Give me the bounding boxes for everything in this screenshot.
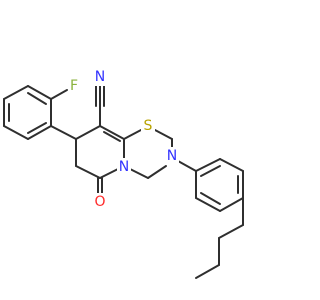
- molecule-diagram: N F S N N O: [3, 68, 244, 279]
- bond-fph-d1: [27, 92, 47, 105]
- bond-ph-1: [195, 158, 221, 172]
- bond-butyl-4: [195, 264, 220, 279]
- bond-ch2-n5: [129, 168, 149, 179]
- bond-ph-5: [195, 197, 221, 212]
- aryl-nitrogen-label: N: [165, 147, 179, 165]
- nitrile-n-text: N: [95, 69, 105, 85]
- sulfur-label: S: [141, 117, 155, 135]
- bond-s-ch2: [154, 129, 173, 140]
- bond-n3-ch2: [147, 165, 167, 179]
- bond-c9-c9a-double: [99, 125, 125, 140]
- bond-layer: [3, 84, 244, 279]
- aryl-n-text: N: [167, 148, 177, 164]
- bridgehead-nitrogen-label: N: [117, 158, 131, 176]
- bond-fph-6: [27, 125, 52, 140]
- carbonyl-o-text: O: [94, 194, 105, 210]
- bond-c8-c9: [75, 125, 101, 140]
- bond-ph-d1: [200, 165, 221, 177]
- fluorine-text: F: [70, 78, 78, 94]
- bond-ph-d3: [200, 192, 221, 205]
- bond-c9a-s: [123, 129, 142, 140]
- nitrile-nitrogen-label: N: [92, 68, 108, 86]
- bond-fph-3: [3, 85, 29, 100]
- bond-n-c6: [99, 168, 119, 179]
- structure-canvas: N F S N N O: [3, 68, 244, 279]
- bond-n3-phenyl: [177, 160, 197, 172]
- bond-fph-5: [3, 125, 29, 140]
- bond-butyl-2: [218, 224, 244, 239]
- bridgehead-n-text: N: [119, 159, 129, 175]
- bond-c6-c7: [75, 165, 101, 179]
- bond-fph-f: [50, 89, 68, 100]
- fluorine-label: F: [68, 77, 80, 95]
- atom-label-layer: N F S N N O: [68, 68, 179, 211]
- bond-ph-2: [219, 158, 244, 172]
- carbonyl-oxygen-label: O: [93, 193, 107, 211]
- bond-fph-2: [27, 85, 52, 100]
- sulfur-text: S: [144, 118, 153, 134]
- bond-fph-d3: [27, 122, 47, 134]
- bond-ph-4: [219, 197, 244, 212]
- bond-c8-aryl: [50, 125, 77, 140]
- bond-c9-c9a-inner: [103, 131, 121, 142]
